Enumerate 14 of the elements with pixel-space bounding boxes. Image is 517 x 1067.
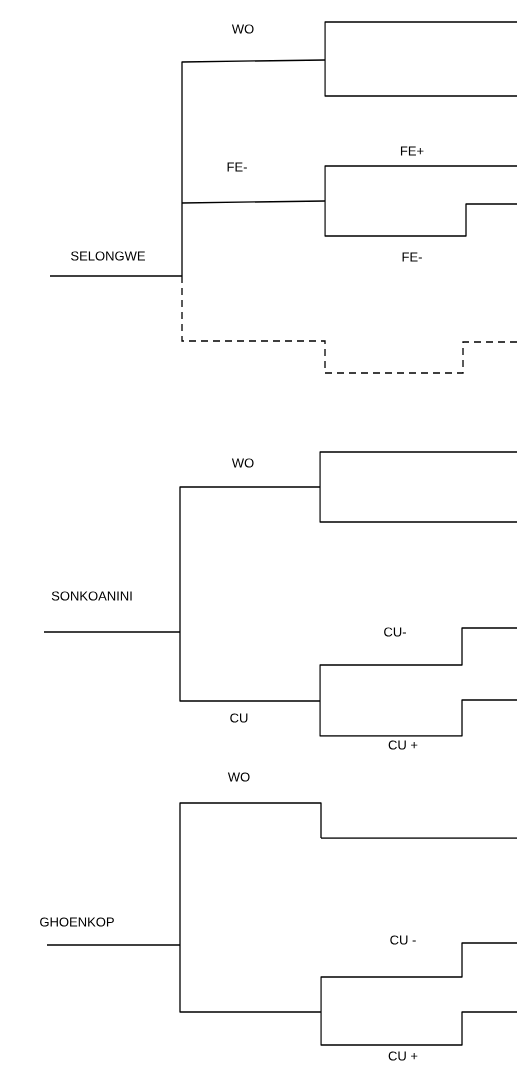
branch-label: FE- bbox=[402, 252, 422, 262]
branch-label: CU- bbox=[384, 627, 406, 637]
site-label: SONKOANINI bbox=[51, 591, 132, 601]
branch-label: WO bbox=[231, 458, 254, 468]
site-label: SELONGWE bbox=[71, 251, 145, 261]
branch-label: CU + bbox=[388, 740, 418, 750]
branch-label: FE+ bbox=[400, 146, 424, 156]
branch-label: WO bbox=[231, 24, 254, 34]
branch-label: CU + bbox=[388, 1051, 418, 1061]
site-label: GHOENKOP bbox=[40, 917, 114, 927]
branch-label: WO bbox=[227, 772, 250, 782]
branch-label: FE- bbox=[227, 162, 247, 172]
branch-label: CU bbox=[230, 713, 248, 723]
branch-label: CU - bbox=[390, 935, 416, 945]
